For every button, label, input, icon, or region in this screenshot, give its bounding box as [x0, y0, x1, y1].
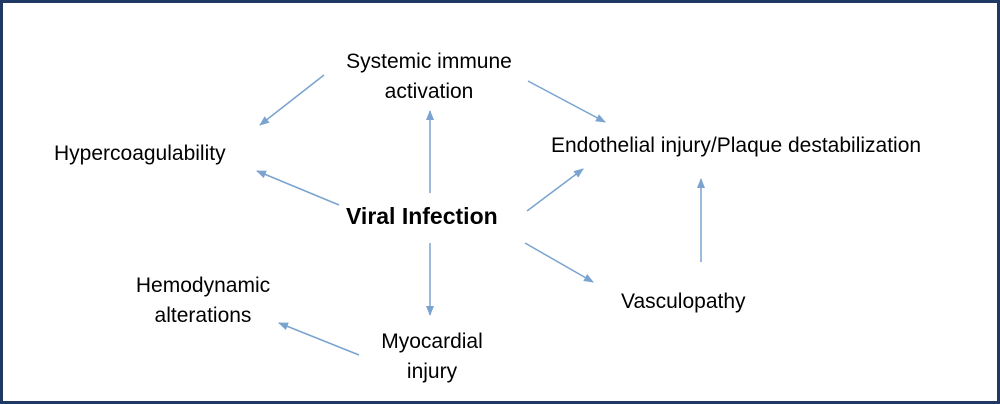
node-myocardial-line2: injury — [406, 360, 458, 383]
node-vasculopathy: Vasculopathy — [621, 290, 746, 313]
arrow-systemic-to-endothelial — [527, 80, 606, 123]
node-systemic-line2: activation — [384, 80, 474, 103]
node-hypercoagulability: Hypercoagulability — [54, 142, 226, 165]
node-endothelial-injury: Endothelial injury/Plaque destabilizatio… — [551, 134, 922, 157]
node-viral-infection: Viral Infection — [346, 203, 498, 229]
arrow-infection-to-endothelial — [526, 168, 584, 212]
arrow-layer — [256, 74, 705, 356]
node-systemic-immune-activation: Systemic immune activation — [329, 47, 529, 107]
arrow-infection-to-hypercoagulability — [256, 170, 340, 206]
node-hemodynamic-line2: alterations — [154, 304, 252, 327]
arrow-infection-to-vasculopathy — [524, 242, 594, 283]
node-hemodynamic-line1: Hemodynamic — [135, 274, 271, 297]
node-hemodynamic-alterations: Hemodynamic alterations — [113, 271, 293, 331]
node-myocardial-injury: Myocardial injury — [357, 327, 507, 387]
node-myocardial-line1: Myocardial — [381, 330, 483, 353]
arrow-myocardial-to-hemodynamic — [278, 322, 360, 356]
node-systemic-line1: Systemic immune — [346, 50, 512, 73]
arrow-systemic-to-hypercoagulability — [259, 74, 325, 126]
